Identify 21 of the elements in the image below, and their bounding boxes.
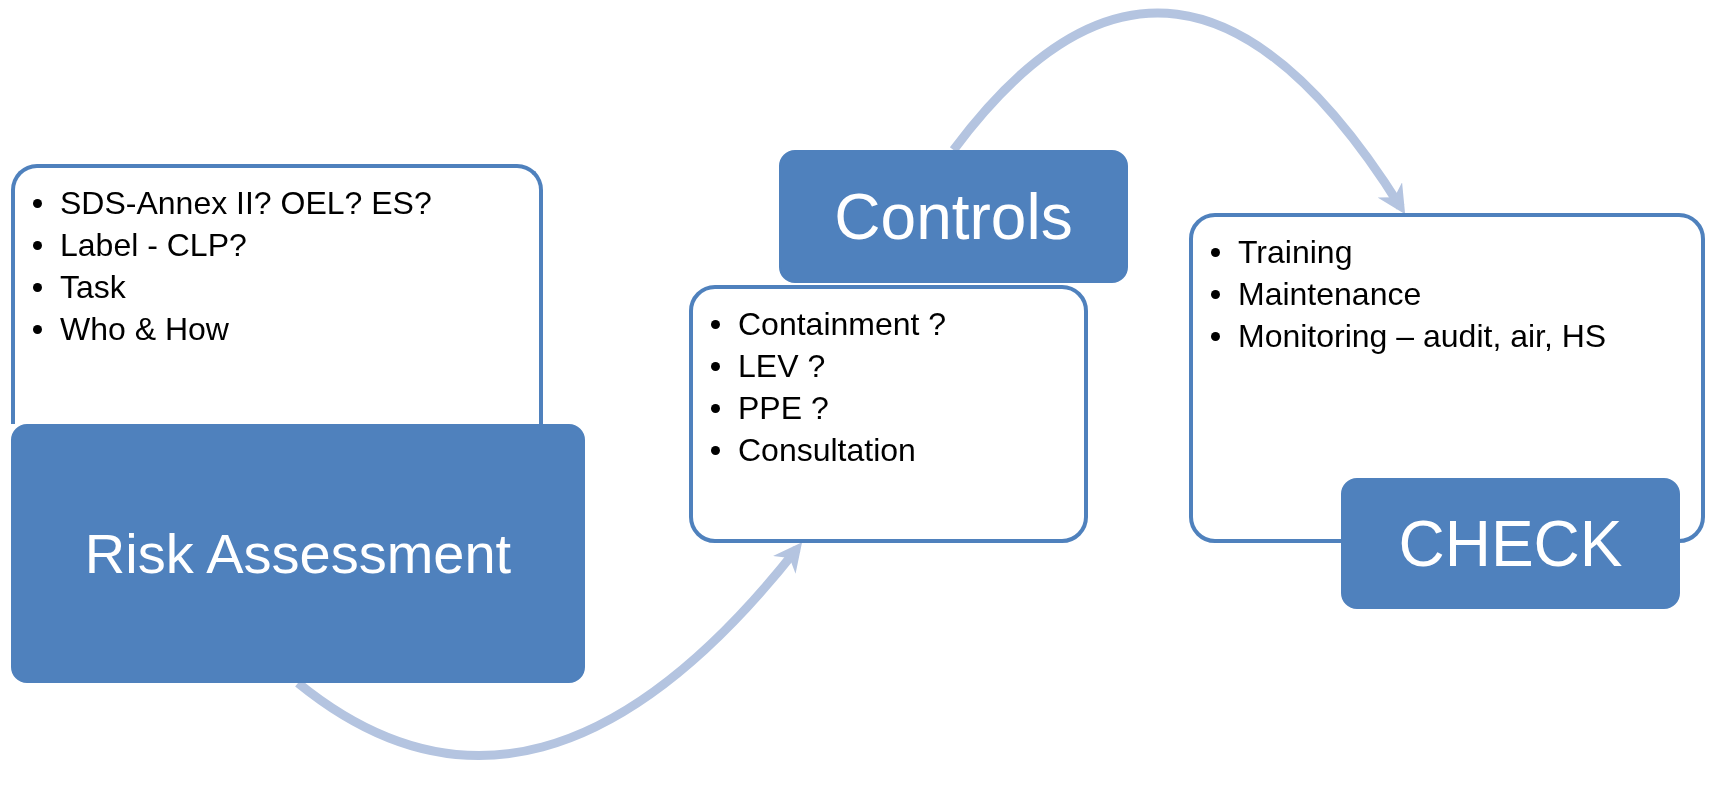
list-card <box>11 164 543 424</box>
curved-arrow <box>950 9 1406 215</box>
bullet-item: Label - CLP? <box>60 226 247 265</box>
bullet-item: Task <box>60 268 126 307</box>
bullet-item: PPE ? <box>738 389 829 428</box>
bullet-item: Maintenance <box>1238 275 1422 314</box>
title-box <box>1341 478 1680 609</box>
title-box <box>11 424 585 683</box>
bullet-item: SDS-Annex II? OEL? ES? <box>60 184 432 223</box>
bullet-item: Who & How <box>60 310 229 349</box>
list-card <box>689 285 1088 543</box>
box-title: CHECK <box>1398 506 1623 581</box>
title-box <box>779 150 1128 283</box>
curved-arrow <box>295 542 803 760</box>
bullet-item: Monitoring – audit, air, HS <box>1238 317 1607 356</box>
box-title: Risk Assessment <box>84 521 512 586</box>
bullet-item: Containment ? <box>738 305 947 344</box>
bullet-item: Consultation <box>738 431 916 470</box>
bullet-item: Training <box>1238 233 1353 272</box>
bullet-item: LEV ? <box>738 347 826 386</box>
box-title: Controls <box>834 179 1073 254</box>
